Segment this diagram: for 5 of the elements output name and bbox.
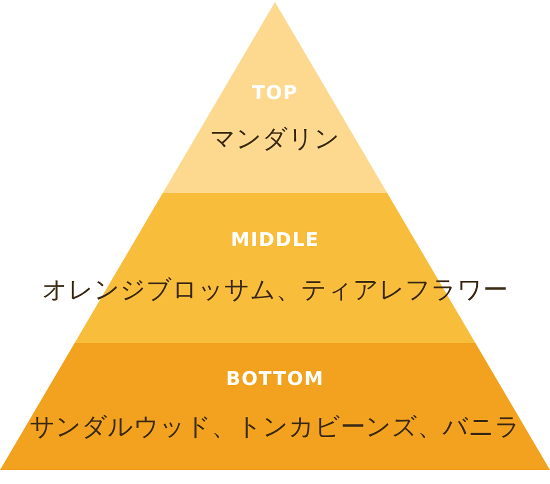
tier-heading: MIDDLE xyxy=(230,229,320,251)
tier-heading: TOP xyxy=(252,82,298,104)
tier-heading: BOTTOM xyxy=(226,368,324,390)
tier-notes: マンダリン xyxy=(210,123,340,155)
tier-notes: サンダルウッド、トンカビーンズ、バニラ xyxy=(30,411,520,443)
